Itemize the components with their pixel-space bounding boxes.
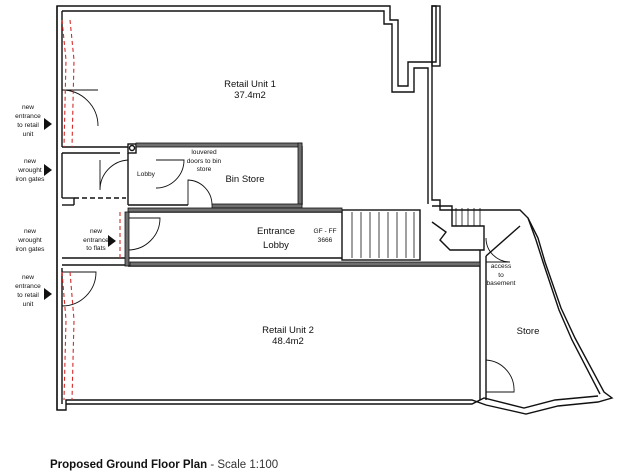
door-swing-lobby	[99, 159, 129, 191]
note-line: new	[23, 228, 37, 235]
note-line: unit	[22, 300, 34, 308]
flats-line: new	[89, 228, 103, 235]
louvered-doors-line: doors to bin	[186, 157, 222, 165]
note-line: new	[21, 104, 35, 111]
store-name: Store	[516, 326, 540, 337]
bin-store-name: Bin Store	[225, 174, 265, 185]
note-line: entrance	[15, 112, 41, 120]
access-basement-note: access to basement	[478, 263, 524, 289]
new-entrance-retail-1-note: new entrance to retail unit	[8, 104, 48, 140]
note-line: iron gates	[15, 175, 45, 183]
lobby-name: Lobby	[137, 171, 155, 178]
note-line: unit	[22, 130, 34, 138]
bottom-wall-inner	[66, 395, 599, 409]
note-line: iron gates	[15, 245, 45, 253]
retail-unit-2-label: Retail Unit 2 48.4m2	[238, 325, 338, 348]
note-line: wrought	[18, 236, 42, 244]
arrow-gates-1	[44, 164, 52, 176]
louvered-doors-line: store	[196, 166, 212, 174]
entrance-lobby-line2: Lobby	[263, 239, 289, 251]
arrow-flats	[108, 235, 116, 247]
plan-scale: - Scale 1:100	[207, 459, 279, 471]
door-swing-flats	[127, 217, 161, 251]
door-swing-retail-1	[61, 89, 99, 127]
louvered-doors-line: louvered	[191, 149, 217, 156]
new-wrought-gates-2-note: new wrought iron gates	[10, 228, 50, 255]
level-line: 3666	[317, 236, 333, 244]
arrow-retail-1	[44, 118, 52, 130]
louvered-doors-note: louvered doors to bin store	[176, 149, 232, 175]
new-opening-retail-1	[61, 19, 75, 148]
note-line: wrought	[18, 166, 42, 174]
note-line: new	[21, 274, 35, 281]
retail-unit-1-label: Retail Unit 1 37.4m2	[200, 79, 300, 102]
retail-unit-1-name: Retail Unit 1	[224, 79, 276, 90]
entrance-lobby-label: Entrance Lobby	[236, 226, 316, 252]
note-line: new	[23, 158, 37, 165]
retail-unit-1-area: 37.4m2	[234, 89, 266, 101]
right-wall-inner	[527, 217, 601, 395]
partition-wall-retail-2	[129, 261, 481, 267]
new-entrance-retail-2-note: new entrance to retail unit	[8, 274, 48, 310]
access-line: access	[490, 263, 512, 270]
arrow-retail-2	[44, 288, 52, 300]
level-note: GF - FF 3666	[305, 228, 345, 245]
access-line: to	[498, 271, 504, 279]
access-line: basement	[486, 280, 516, 288]
partition-wall-right	[297, 142, 303, 206]
note-line: entrance	[15, 282, 41, 290]
flats-line: entrance	[83, 236, 109, 244]
plan-title-bold: Proposed Ground Floor Plan	[50, 459, 208, 471]
store-label: Store	[503, 326, 553, 338]
new-wrought-gates-1-note: new wrought iron gates	[10, 158, 50, 185]
retail-unit-2-area: 48.4m2	[272, 335, 304, 347]
note-line: to retail	[17, 121, 39, 129]
bin-store-label: Bin Store	[210, 174, 280, 186]
new-entrance-flats-note: new entrance to flats	[72, 228, 120, 254]
note-line: to retail	[17, 291, 39, 299]
new-opening-retail-2	[61, 271, 75, 401]
outer-wall-inner	[62, 10, 429, 204]
level-line: GF - FF	[313, 228, 337, 235]
plan-title: Proposed Ground Floor Plan - Scale 1:100	[50, 459, 278, 471]
door-swing-retail-2	[61, 271, 97, 307]
outer-wall-top	[56, 5, 614, 415]
flats-line: to flats	[86, 245, 106, 253]
lobby-label: Lobby	[128, 171, 164, 180]
partition-wall-top	[135, 142, 303, 148]
retail-unit-2-name: Retail Unit 2	[262, 325, 314, 336]
entrance-lobby-line1: Entrance	[256, 226, 296, 237]
